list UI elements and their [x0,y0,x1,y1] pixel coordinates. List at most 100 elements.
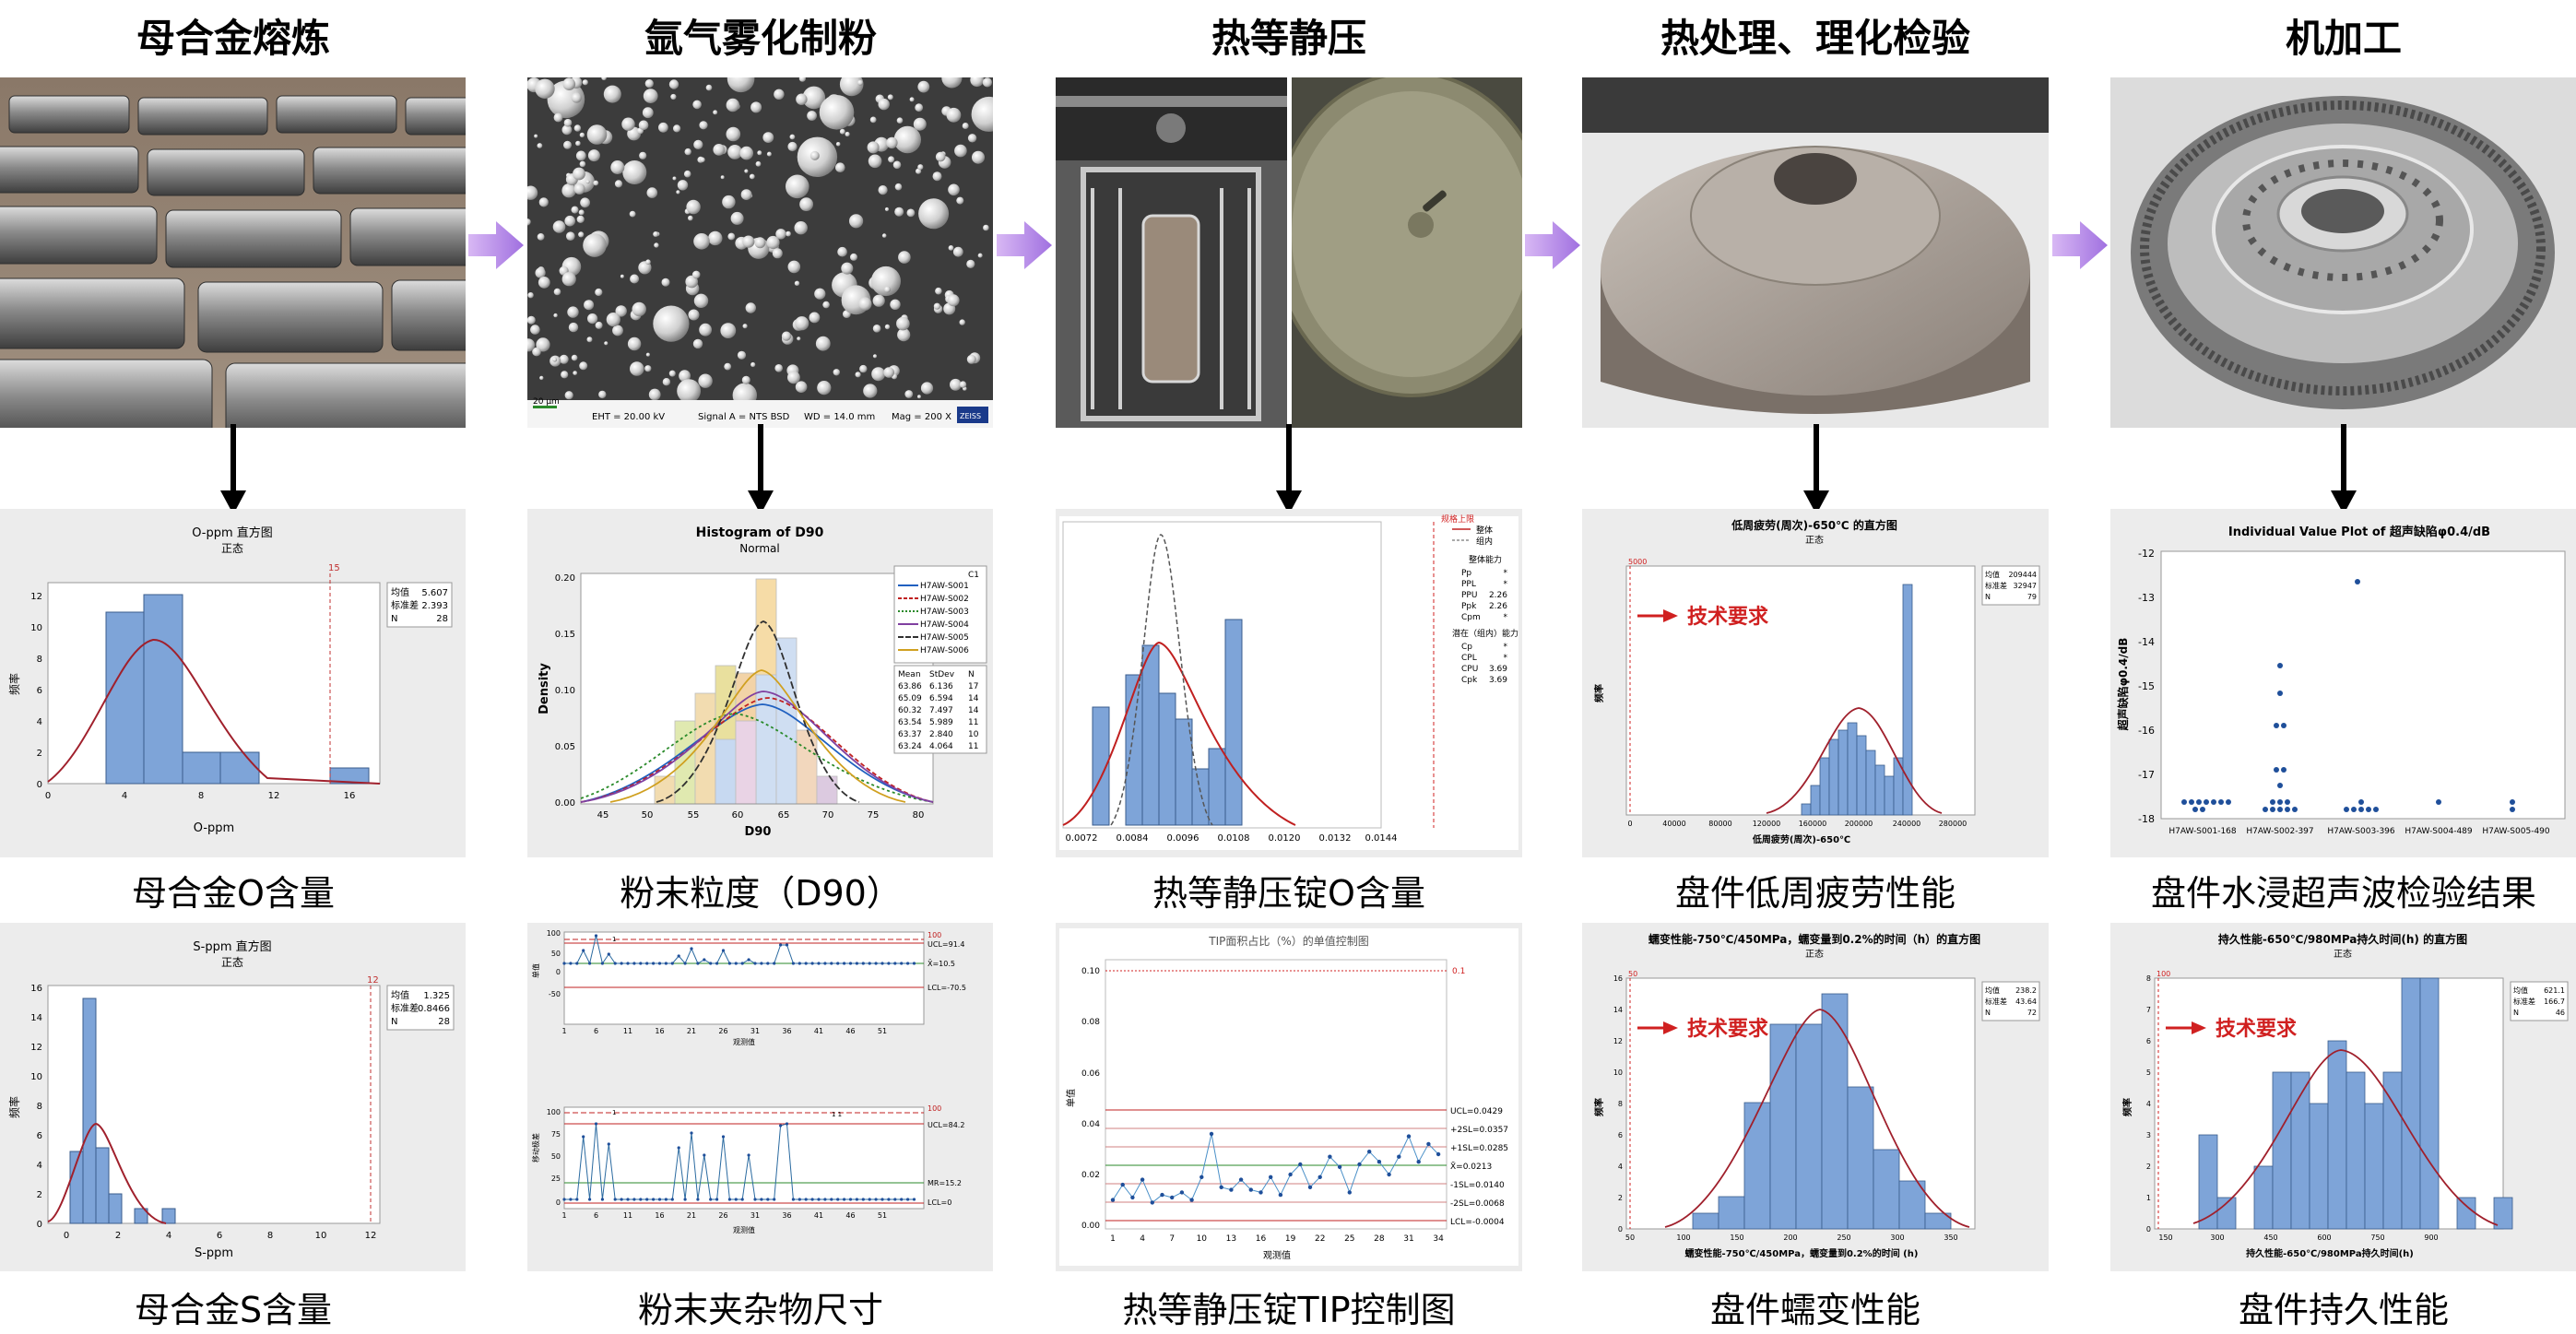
svg-text:0.06: 0.06 [1081,1069,1100,1079]
data-point [569,1198,573,1201]
spec-limit-label: 15 [328,563,340,573]
svg-text:200000: 200000 [1845,820,1873,828]
data-point [588,962,592,965]
data-point [817,1198,821,1201]
svg-text:55: 55 [688,810,700,820]
data-point [1110,1198,1116,1202]
svg-text:10: 10 [30,1072,42,1082]
svg-text:100: 100 [547,929,561,938]
svg-text:H7AW-S003-396: H7AW-S003-396 [2327,827,2395,836]
data-point [620,962,623,965]
svg-text:2: 2 [115,1231,121,1241]
chart-title: 低周疲劳(周次)-650℃ 的直方图 [1731,518,1897,532]
svg-text:*: * [1504,569,1508,578]
arrow-down-icon [2331,424,2357,514]
svg-text:16: 16 [30,984,42,994]
data-point [810,962,814,965]
data-point [620,1198,623,1201]
svg-text:10: 10 [968,730,979,739]
data-point [830,1198,833,1201]
data-point [747,958,750,962]
stage-title-machining: 机加工 [2285,16,2402,61]
svg-text:166.7: 166.7 [2544,998,2565,1006]
data-point [1357,1162,1362,1167]
svg-text:12: 12 [268,791,280,801]
svg-text:UCL=84.2: UCL=84.2 [928,1121,964,1129]
data-point [1426,1141,1431,1147]
svg-text:2.26: 2.26 [1489,602,1507,611]
data-point [785,943,789,947]
svg-text:0.00: 0.00 [555,798,575,809]
data-point [569,962,573,965]
data-point [632,962,636,965]
data-point [753,962,757,965]
tick-label: 21 [687,1211,696,1220]
svg-text:63.54: 63.54 [898,718,922,727]
svg-text:28: 28 [438,1017,450,1027]
svg-text:均值: 均值 [1985,570,2000,579]
data-point [1397,1154,1401,1159]
svg-text:H7AW-S001-168: H7AW-S001-168 [2168,827,2237,836]
data-point [906,1198,910,1201]
svg-text:0.0108: 0.0108 [1218,833,1250,844]
svg-text:+1SL=0.0285: +1SL=0.0285 [1450,1144,1508,1153]
data-point [912,1198,916,1201]
svg-text:组内: 组内 [1476,536,1493,547]
data-point [703,958,706,962]
stage-title-atomization: 氩气雾化制粉 [644,16,877,61]
svg-text:8: 8 [1618,1100,1623,1108]
svg-text:C1: C1 [968,571,979,580]
x-axis-label: 低周疲劳(周次)-650℃ [1752,833,1850,845]
svg-text:160000: 160000 [1799,820,1827,828]
data-point [766,962,770,965]
data-point [696,962,700,965]
data-point [868,962,871,965]
data-point [582,949,585,952]
data-point [645,1198,649,1201]
svg-text:200: 200 [1783,1234,1797,1242]
ingot-photo [0,77,466,428]
svg-text:0.0096: 0.0096 [1167,833,1199,844]
svg-text:-2SL=0.0068: -2SL=0.0068 [1450,1199,1505,1209]
data-point [1189,1198,1194,1202]
svg-text:N: N [968,670,975,679]
y-axis-label: 频率 [2121,1098,2133,1116]
svg-text:CPU: CPU [1461,665,1478,674]
caption-ut: 盘件水浸超声波检验结果 [2150,873,2536,914]
data-point [734,962,738,965]
y-axis-label: 频率 [7,1096,21,1118]
svg-text:12: 12 [365,1231,377,1241]
d90-histogram: Histogram of D90 Normal D90 Density C1 H… [527,509,993,857]
data-point [613,962,617,965]
data-point [715,962,719,965]
zeiss-logo: ZEISS [960,412,981,420]
svg-text:50: 50 [1625,1234,1635,1242]
data-point [1377,1160,1382,1164]
data-point [1238,1177,1244,1182]
svg-text:10: 10 [1613,1068,1623,1077]
chart-title: Histogram of D90 [696,525,824,540]
svg-text:3: 3 [2146,1131,2151,1139]
data-point [1229,1187,1234,1192]
svg-text:0.10: 0.10 [1081,967,1100,976]
svg-text:43.64: 43.64 [2015,998,2037,1006]
svg-text:8: 8 [2146,974,2151,983]
data-point [594,934,598,938]
lcf-histogram: 低周疲劳(周次)-650℃ 的直方图 正态 低周疲劳(周次)-650℃ 频率 5… [1582,509,2049,857]
data-point [703,1153,706,1157]
data-point [912,962,916,965]
svg-text:12: 12 [30,592,42,602]
data-point [861,1198,865,1201]
data-point [626,962,630,965]
svg-text:LCL=0: LCL=0 [928,1198,951,1207]
svg-text:4: 4 [166,1231,171,1241]
data-point [823,962,827,965]
svg-text:1: 1 [2146,1194,2151,1202]
data-point [760,962,763,965]
data-point [1219,1185,1223,1189]
data-point [855,962,858,965]
sem-wd: WD = 14.0 mm [804,412,875,422]
tick-label: 7 [1169,1234,1175,1244]
